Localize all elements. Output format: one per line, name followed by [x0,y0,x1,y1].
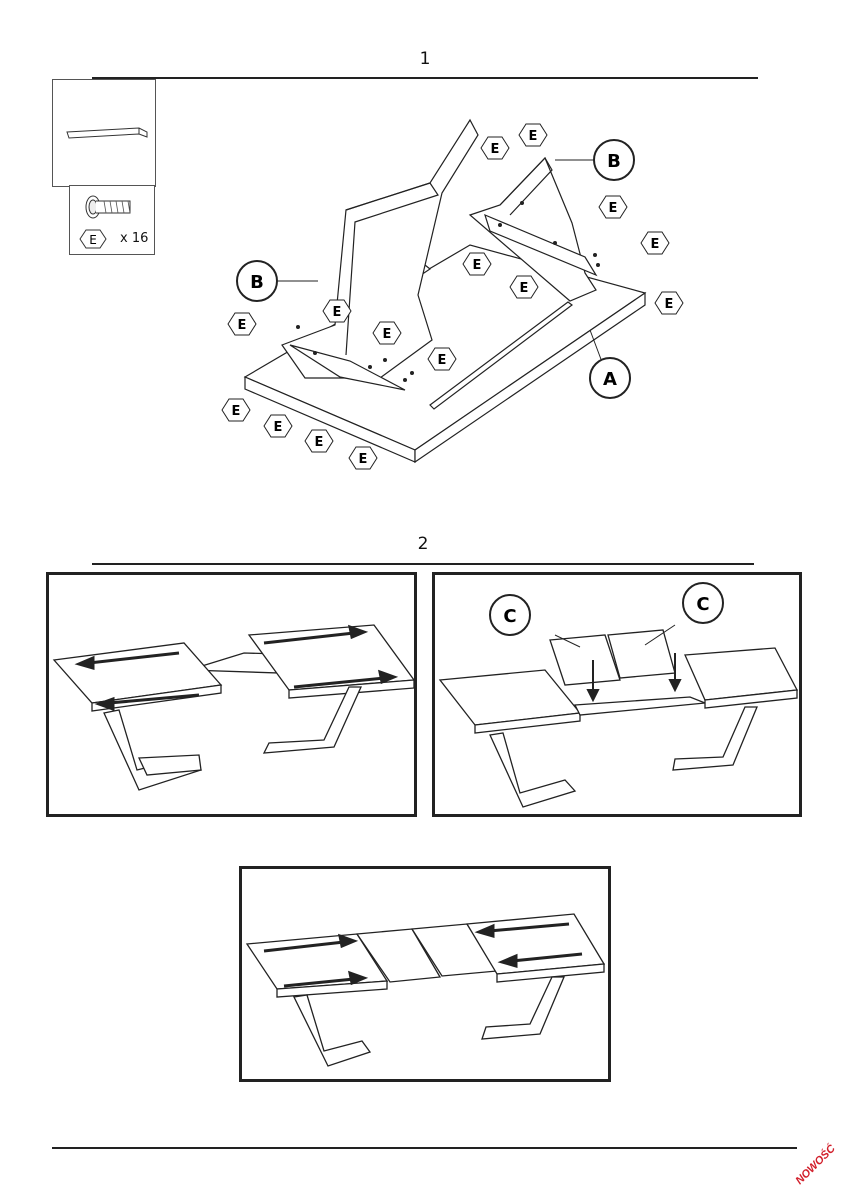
parts-tool-box [52,79,156,187]
label-a-text: A [603,369,617,390]
svg-text:E: E [315,435,324,450]
e-callout-3: E [598,195,628,219]
label-b-right: B [593,139,635,181]
panel-push-together [239,866,611,1082]
step-1-divider [92,77,758,79]
e-callout-13: E [263,414,293,438]
label-b-left: B [236,260,278,302]
e-callout-12: E [221,398,251,422]
label-a: A [589,357,631,399]
svg-text:E: E [238,318,247,333]
label-c-right-text: C [696,594,709,615]
svg-text:E: E [274,420,283,435]
svg-text:E: E [665,297,674,312]
svg-text:E: E [529,129,538,144]
svg-text:E: E [651,237,660,252]
panel-insert-leaves: C C [432,572,802,817]
svg-text:E: E [438,353,447,368]
e-callout-11: E [427,347,457,371]
svg-text:E: E [333,305,342,320]
svg-text:E: E [383,327,392,342]
e-callout-14: E [304,429,334,453]
svg-text:E: E [473,258,482,273]
step-2-number: 2 [417,534,429,554]
step-1-assembly-drawing: B B A E E E E E E E E E E E E E E E [221,118,684,470]
svg-text:E: E [609,201,618,216]
push-together-drawing [245,913,606,1067]
footer-divider [52,1147,797,1149]
label-c-left: C [489,594,531,636]
e-callout-7: E [509,275,539,299]
label-b-left-text: B [250,272,264,293]
brand-logo: NOWOŚĆ [793,1142,838,1187]
insert-leaves-drawing: C C [438,582,799,808]
label-c-right: C [682,582,724,624]
e-callout-4: E [640,231,670,255]
e-callout-1: E [480,136,510,160]
panel-pull-apart [46,572,417,817]
label-c-left-text: C [503,606,516,627]
step-1-number: 1 [419,49,431,69]
screw-quantity: x 16 [120,231,149,246]
e-callout-2: E [518,123,548,147]
svg-text:E: E [520,281,529,296]
svg-text:E: E [359,452,368,467]
e-callout-6: E [462,252,492,276]
rail-right [429,301,573,410]
e-callout-5: E [654,291,684,315]
e-callout-8: E [322,299,352,323]
step-2-divider [92,563,754,565]
allen-key-icon [66,127,148,139]
screw-bolt-icon [85,195,131,219]
e-callout-10: E [372,321,402,345]
screw-e-badge: E [79,229,107,249]
label-b-right-text: B [607,151,621,172]
e-callout-9: E [227,312,257,336]
parts-screw-box: E x 16 [69,185,155,255]
pull-apart-drawing [52,624,416,791]
screw-markers [296,201,600,382]
svg-text:E: E [232,404,241,419]
screw-letter: E [89,233,97,247]
svg-text:E: E [491,142,500,157]
e-callout-15: E [348,446,378,470]
